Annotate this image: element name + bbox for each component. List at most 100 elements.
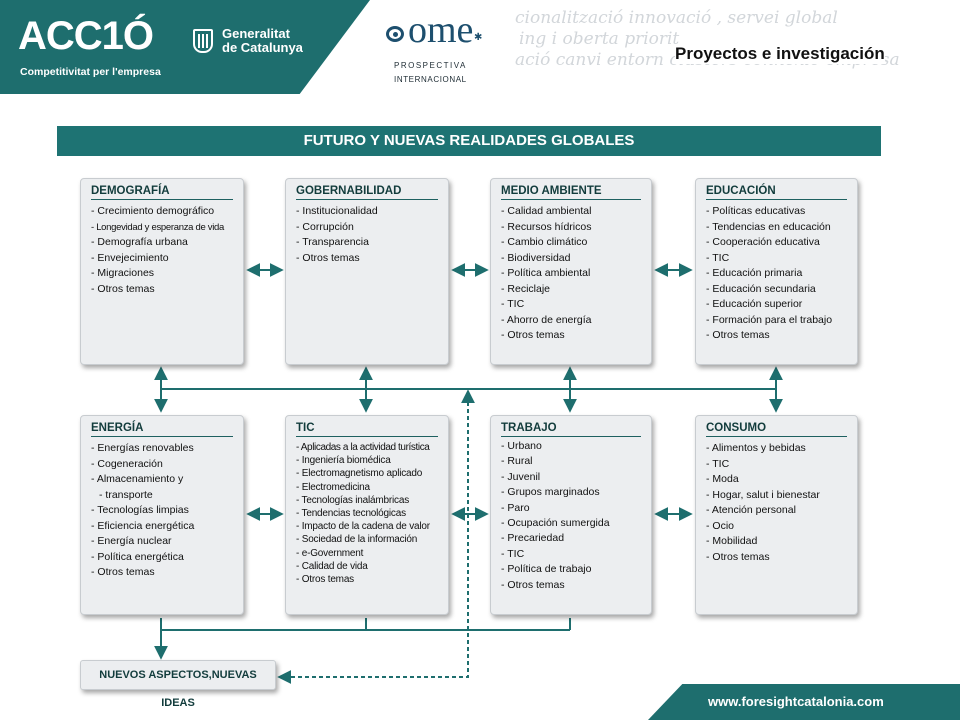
list-item: Moda [706, 472, 857, 488]
list-item: Urbano [501, 439, 651, 454]
list-item: TIC [706, 457, 857, 473]
list-item: Electromedicina [296, 481, 448, 494]
list-item: Políticas educativas [706, 204, 857, 220]
box-educacion: EDUCACIÓN Políticas educativas Tendencia… [695, 178, 858, 365]
list-item: Ahorro de energía [501, 313, 651, 329]
generalitat-seal-icon [193, 29, 213, 53]
box-item-list: Urbano Rural Juvenil Grupos marginados P… [501, 439, 651, 593]
box-nuevos-aspectos: NUEVOS ASPECTOS,NUEVAS IDEAS [80, 660, 276, 709]
list-item: Almacenamiento y [91, 472, 243, 488]
box-item-list: Institucionalidad Corrupción Transparenc… [296, 204, 448, 266]
dashed-return-path [280, 395, 469, 678]
list-item: Envejecimiento [91, 251, 243, 267]
box-item-list: Políticas educativas Tendencias en educa… [706, 204, 857, 344]
box-title: GOBERNABILIDAD [296, 185, 438, 200]
list-item: Longevidad y esperanza de vida [91, 220, 243, 236]
list-item: TIC [706, 251, 857, 267]
box-title: ENERGÍA [91, 422, 233, 437]
list-item: Tecnologías inalámbricas [296, 494, 448, 507]
box-medio-ambiente: MEDIO AMBIENTE Calidad ambiental Recurso… [490, 178, 652, 365]
list-item: Otros temas [706, 550, 857, 566]
acc10-logo: ACC1Ó [18, 14, 154, 58]
list-item: Formación para el trabajo [706, 313, 857, 329]
box-title: TIC [296, 422, 438, 437]
list-item: Energía nuclear [91, 534, 243, 550]
ome-logo: ome ✱ PROSPECTIVA INTERNACIONAL [386, 9, 486, 92]
list-item: Recursos hídricos [501, 220, 651, 236]
list-item: Institucionalidad [296, 204, 448, 220]
list-item: Ocupación sumergida [501, 516, 651, 531]
list-item: Mobilidad [706, 534, 857, 550]
box-title: TRABAJO [501, 422, 641, 437]
list-item: Tendencias tecnológicas [296, 507, 448, 520]
list-item: Migraciones [91, 266, 243, 282]
box-item-list: Aplicadas a la actividad turística Ingen… [296, 441, 448, 586]
list-item: Política ambiental [501, 266, 651, 282]
list-item: Calidad de vida [296, 560, 448, 573]
box-item-list: Crecimiento demográfico Longevidad y esp… [91, 204, 243, 297]
list-item: TIC [501, 297, 651, 313]
list-item: Tecnologías limpias [91, 503, 243, 519]
box-item-list: Alimentos y bebidas TIC Moda Hogar, salu… [706, 441, 857, 565]
list-item: Transparencia [296, 235, 448, 251]
list-item: Educación secundaria [706, 282, 857, 298]
list-item: Otros temas [91, 282, 243, 298]
footer-band [648, 684, 960, 720]
header-band [0, 0, 370, 94]
acc10-tagline: Competitivitat per l'empresa [20, 66, 161, 78]
diagram-title: FUTURO Y NUEVAS REALIDADES GLOBALES [57, 126, 881, 156]
list-item: Grupos marginados [501, 485, 651, 500]
list-item: Energías renovables [91, 441, 243, 457]
page-title: Proyectos e investigación [675, 44, 885, 64]
ome-star-icon: ✱ [474, 32, 483, 43]
list-item: Hogar, salut i bienestar [706, 488, 857, 504]
ome-eye-icon [386, 26, 404, 42]
footer-website-link[interactable]: www.foresightcatalonia.com [708, 694, 884, 709]
box-title: EDUCACIÓN [706, 185, 847, 200]
box-tic: TIC Aplicadas a la actividad turística I… [285, 415, 449, 615]
list-item: TIC [501, 547, 651, 562]
list-item: Cooperación educativa [706, 235, 857, 251]
list-item: Electromagnetismo aplicado [296, 467, 448, 480]
list-item: Aplicadas a la actividad turística [296, 441, 448, 454]
list-item: Demografía urbana [91, 235, 243, 251]
box-trabajo: TRABAJO Urbano Rural Juvenil Grupos marg… [490, 415, 652, 615]
box-consumo: CONSUMO Alimentos y bebidas TIC Moda Hog… [695, 415, 858, 615]
list-item: Calidad ambiental [501, 204, 651, 220]
generalitat-logo-text: Generalitat de Catalunya [222, 26, 303, 55]
list-item: Eficiencia energética [91, 519, 243, 535]
list-item: Otros temas [91, 565, 243, 581]
list-item: Impacto de la cadena de valor [296, 520, 448, 533]
list-item: Otros temas [296, 573, 448, 586]
list-item: Otros temas [296, 251, 448, 267]
list-item: Juvenil [501, 470, 651, 485]
box-gobernabilidad: GOBERNABILIDAD Institucionalidad Corrupc… [285, 178, 449, 365]
list-item: Precariedad [501, 531, 651, 546]
box-title: DEMOGRAFÍA [91, 185, 233, 200]
list-item: Otros temas [501, 328, 651, 344]
list-item: Corrupción [296, 220, 448, 236]
box-item-list: Calidad ambiental Recursos hídricos Camb… [501, 204, 651, 344]
list-item: Rural [501, 454, 651, 469]
list-item: transporte [91, 488, 243, 504]
box-title: MEDIO AMBIENTE [501, 185, 641, 200]
list-item: Biodiversidad [501, 251, 651, 267]
list-item: Política energética [91, 550, 243, 566]
list-item: e-Government [296, 547, 448, 560]
list-item: Crecimiento demográfico [91, 204, 243, 220]
list-item: Ocio [706, 519, 857, 535]
list-item: Alimentos y bebidas [706, 441, 857, 457]
list-item: Otros temas [706, 328, 857, 344]
list-item: Educación primaria [706, 266, 857, 282]
list-item: Reciclaje [501, 282, 651, 298]
list-item: Tendencias en educación [706, 220, 857, 236]
list-item: Política de trabajo [501, 562, 651, 577]
list-item: Paro [501, 501, 651, 516]
box-title: CONSUMO [706, 422, 847, 437]
list-item: Ingeniería biomédica [296, 454, 448, 467]
list-item: Atención personal [706, 503, 857, 519]
list-item: Cambio climático [501, 235, 651, 251]
box-item-list: Energías renovables Cogeneración Almacen… [91, 441, 243, 581]
box-demografia: DEMOGRAFÍA Crecimiento demográfico Longe… [80, 178, 244, 365]
